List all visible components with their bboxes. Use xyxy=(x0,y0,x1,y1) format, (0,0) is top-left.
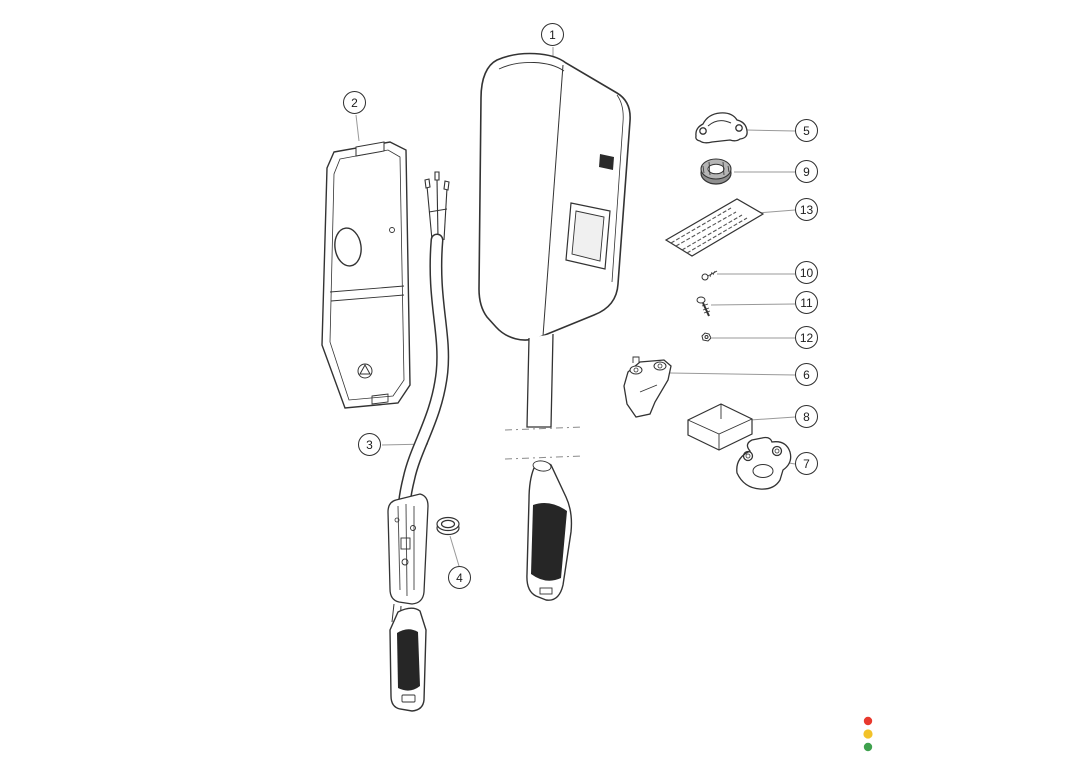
green-dot-icon xyxy=(863,742,873,752)
callout-5: 5 xyxy=(795,119,818,142)
part-mounting-plate xyxy=(321,141,411,409)
callout-13: 13 xyxy=(795,198,818,221)
callout-10-label: 10 xyxy=(799,265,814,280)
part-cable-clamp xyxy=(695,112,748,144)
callout-11: 11 xyxy=(795,291,818,314)
part-holster-clamp xyxy=(736,436,792,490)
callout-4-label: 4 xyxy=(456,570,463,585)
callout-11-label: 11 xyxy=(800,295,813,310)
callout-2-label: 2 xyxy=(351,95,358,110)
part-screw-short xyxy=(701,270,718,281)
callout-8-label: 8 xyxy=(803,409,810,424)
part-charging-cable xyxy=(397,171,450,525)
red-dot-icon xyxy=(863,716,873,726)
part-grommet-ring xyxy=(436,516,460,536)
callout-8: 8 xyxy=(795,405,818,428)
part-main-unit xyxy=(478,52,631,428)
callout-1: 1 xyxy=(541,23,564,46)
callout-12-label: 12 xyxy=(799,330,814,345)
part-label-sheet xyxy=(664,198,765,257)
yellow-dot-icon xyxy=(863,729,873,739)
part-handle-internals xyxy=(387,493,429,625)
break-lines xyxy=(504,426,584,460)
callout-7-label: 7 xyxy=(803,456,810,471)
callout-2: 2 xyxy=(343,91,366,114)
part-nut xyxy=(701,332,712,342)
callout-3-label: 3 xyxy=(366,437,373,452)
callout-6-label: 6 xyxy=(803,367,810,382)
part-bracket-plate xyxy=(687,403,753,451)
callout-13-label: 13 xyxy=(799,202,814,217)
part-plug-handle-left xyxy=(389,607,427,712)
callout-3: 3 xyxy=(358,433,381,456)
callout-10: 10 xyxy=(795,261,818,284)
status-indicator xyxy=(863,716,873,752)
part-seal-ring xyxy=(700,158,732,185)
callout-7: 7 xyxy=(795,452,818,475)
callout-9: 9 xyxy=(795,160,818,183)
part-screw-long xyxy=(696,296,711,317)
callout-6: 6 xyxy=(795,363,818,386)
callout-9-label: 9 xyxy=(803,164,810,179)
callout-5-label: 5 xyxy=(803,123,810,138)
callout-4: 4 xyxy=(448,566,471,589)
callout-12: 12 xyxy=(795,326,818,349)
part-plug-handle-center xyxy=(526,460,573,601)
callout-1-label: 1 xyxy=(549,27,556,42)
part-mounting-bracket xyxy=(623,356,672,418)
